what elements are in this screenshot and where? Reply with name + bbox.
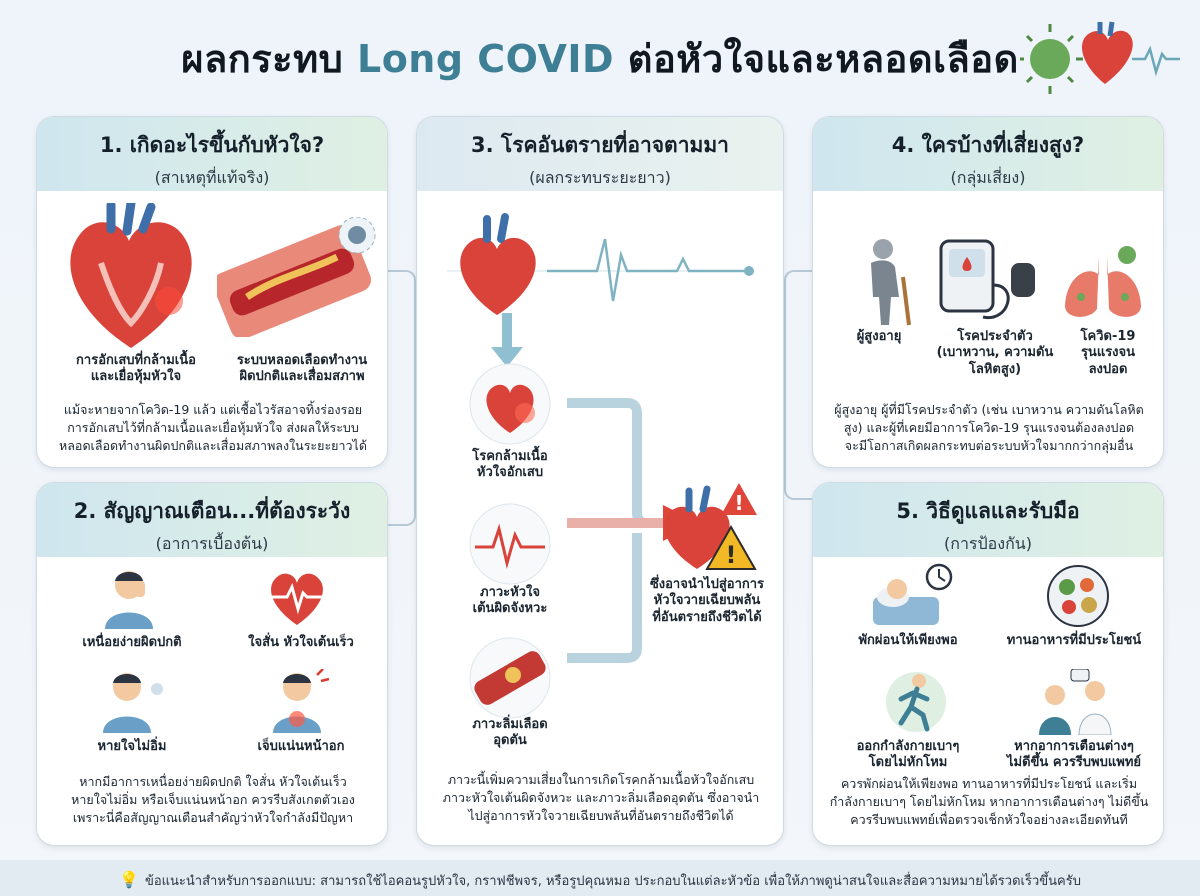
disease-thrombosis: ภาวะลิ่มเลือด อุดตัน <box>472 717 548 749</box>
page-title: ผลกระทบ Long COVID ต่อหัวใจและหลอดเลือด <box>0 28 1200 89</box>
card-heading: 2. สัญญาณเตือน...ที่ต้องระวัง <box>73 499 351 523</box>
short-breath-icon <box>103 673 163 733</box>
card-warning-signs: 2. สัญญาณเตือน...ที่ต้องระวัง (อาการเบื้… <box>36 482 388 846</box>
heart-warning-icon: ! ! <box>664 483 757 570</box>
blood-pressure-monitor-icon <box>939 239 1035 320</box>
card-header: 3. โรคอันตรายที่อาจตามมา (ผลกระทบระยะยาว… <box>417 117 783 191</box>
label-inflammation: การอักเสบที่กล้ามเนื้อ และเยื่อหุ้มหัวใจ <box>76 353 196 385</box>
footer-tip: 💡 ข้อแนะนำสำหรับการออกแบบ: สามารถใช้ไอคอน… <box>0 860 1200 896</box>
footer-text: ข้อแนะนำสำหรับการออกแบบ: สามารถใช้ไอคอนร… <box>144 874 1081 889</box>
card3-description: ภาวะนี้เพิ่มความเสี่ยงในการเกิดโรคกล้ามเ… <box>442 772 760 824</box>
lightbulb-icon: 💡 <box>119 870 139 889</box>
care-rest: พักผ่อนให้เพียงพอ <box>858 633 958 648</box>
title-part-2: Long COVID <box>356 37 615 81</box>
care-see-doctor: หากอาการเตือนต่างๆ ไม่ดีขึ้น ควรรีบพบแพท… <box>1006 739 1142 771</box>
connector-left <box>388 270 416 526</box>
card-header: 4. ใครบ้างที่เสี่ยงสูง? (กลุ่มเสี่ยง) <box>813 117 1163 191</box>
lungs-virus-icon <box>1064 246 1142 317</box>
artery-plaque-icon <box>217 217 376 337</box>
heart-ecg-icon <box>447 213 754 315</box>
card4-description: ผู้สูงอายุ ผู้ที่มีโรคประจำตัว (เช่น เบา… <box>834 402 1144 454</box>
card-subheading: (สาเหตุที่แท้จริง) <box>154 168 270 187</box>
title-part-1: ผลกระทบ <box>181 37 344 81</box>
card-subheading: (ผลกระทบระยะยาว) <box>529 168 671 187</box>
myocarditis-icon <box>469 363 551 445</box>
tired-person-icon <box>105 571 153 629</box>
healthy-food-icon <box>1047 565 1109 627</box>
symptom-fatigue: เหนื่อยง่ายผิดปกติ <box>82 635 182 650</box>
card-heading: 5. วิธีดูแลและรับมือ <box>896 499 1080 523</box>
risk-severe-covid: โควิด-19 รุนแรงจน ลงปอด <box>1080 329 1136 377</box>
card-long-term-diseases: 3. โรคอันตรายที่อาจตามมา (ผลกระทบระยะยาว… <box>416 116 784 846</box>
sleeping-clock-icon <box>873 563 953 625</box>
running-person-icon <box>886 672 946 732</box>
card-subheading: (การป้องกัน) <box>944 534 1032 553</box>
doctor-consultation-icon <box>1039 669 1112 735</box>
result-heart-failure: ซึ่งอาจนำไปสู่อาการ หัวใจวายเฉียบพลัน ที… <box>649 577 765 625</box>
heart-pulse-icon <box>271 573 323 625</box>
card-heart-causes: 1. เกิดอะไรขึ้นกับหัวใจ? (สาเหตุที่แท้จร… <box>36 116 388 468</box>
card-header: 2. สัญญาณเตือน...ที่ต้องระวัง (อาการเบื้… <box>37 483 387 557</box>
card-header: 5. วิธีดูแลและรับมือ (การป้องกัน) <box>813 483 1163 557</box>
svg-text:!: ! <box>734 491 743 515</box>
card-prevention: 5. วิธีดูแลและรับมือ (การป้องกัน) พักผ่อ… <box>812 482 1164 846</box>
arrhythmia-icon <box>469 503 551 585</box>
care-exercise: ออกกำลังกายเบาๆ โดยไม่หักโหม <box>856 739 960 771</box>
card-heading: 1. เกิดอะไรขึ้นกับหัวใจ? <box>99 133 325 157</box>
card-subheading: (กลุ่มเสี่ยง) <box>950 168 1026 187</box>
card5-description: ควรพักผ่อนให้เพียงพอ ทานอาหารที่มีประโยช… <box>829 776 1149 828</box>
card2-description: หากมีอาการเหนื่อยง่ายผิดปกติ ใจสั่น หัวใ… <box>71 774 355 826</box>
disease-myocarditis: โรคกล้ามเนื้อ หัวใจอักเสบ <box>472 449 548 481</box>
disease-arrhythmia: ภาวะหัวใจ เต้นผิดจังหวะ <box>472 585 548 617</box>
risk-elderly: ผู้สูงอายุ <box>856 329 902 344</box>
risk-chronic-disease: โรคประจำตัว (เบาหวาน, ความดัน โลหิตสูง) <box>936 329 1054 377</box>
title-part-3: ต่อหัวใจและหลอดเลือด <box>627 37 1019 81</box>
card-risk-groups: 4. ใครบ้างที่เสี่ยงสูง? (กลุ่มเสี่ยง) ผู… <box>812 116 1164 468</box>
connector-right <box>784 270 812 500</box>
card-heading: 3. โรคอันตรายที่อาจตามมา <box>471 133 729 157</box>
chest-pain-icon <box>273 669 330 733</box>
inflamed-heart-icon <box>70 203 192 348</box>
symptom-palpitation: ใจสั่น หัวใจเต้นเร็ว <box>248 635 354 650</box>
card-header: 1. เกิดอะไรขึ้นกับหัวใจ? (สาเหตุที่แท้จร… <box>37 117 387 191</box>
label-vascular: ระบบหลอดเลือดทำงาน ผิดปกติและเสื่อมสภาพ <box>236 353 368 385</box>
virus-heart-pulse-icon <box>1020 21 1180 94</box>
svg-text:!: ! <box>726 541 737 569</box>
card1-description: แม้จะหายจากโควิด-19 แล้ว แต่เชื้อไวรัสอา… <box>59 402 367 454</box>
card-subheading: (อาการเบื้องต้น) <box>155 534 269 553</box>
thrombosis-icon <box>469 637 551 719</box>
care-food: ทานอาหารที่มีประโยชน์ <box>1006 633 1142 648</box>
symptom-breathless: หายใจไม่อิ่ม <box>97 739 167 754</box>
elderly-person-icon <box>871 239 911 326</box>
card-heading: 4. ใครบ้างที่เสี่ยงสูง? <box>891 133 1085 157</box>
symptom-chest-pain: เจ็บแน่นหน้าอก <box>257 739 345 754</box>
